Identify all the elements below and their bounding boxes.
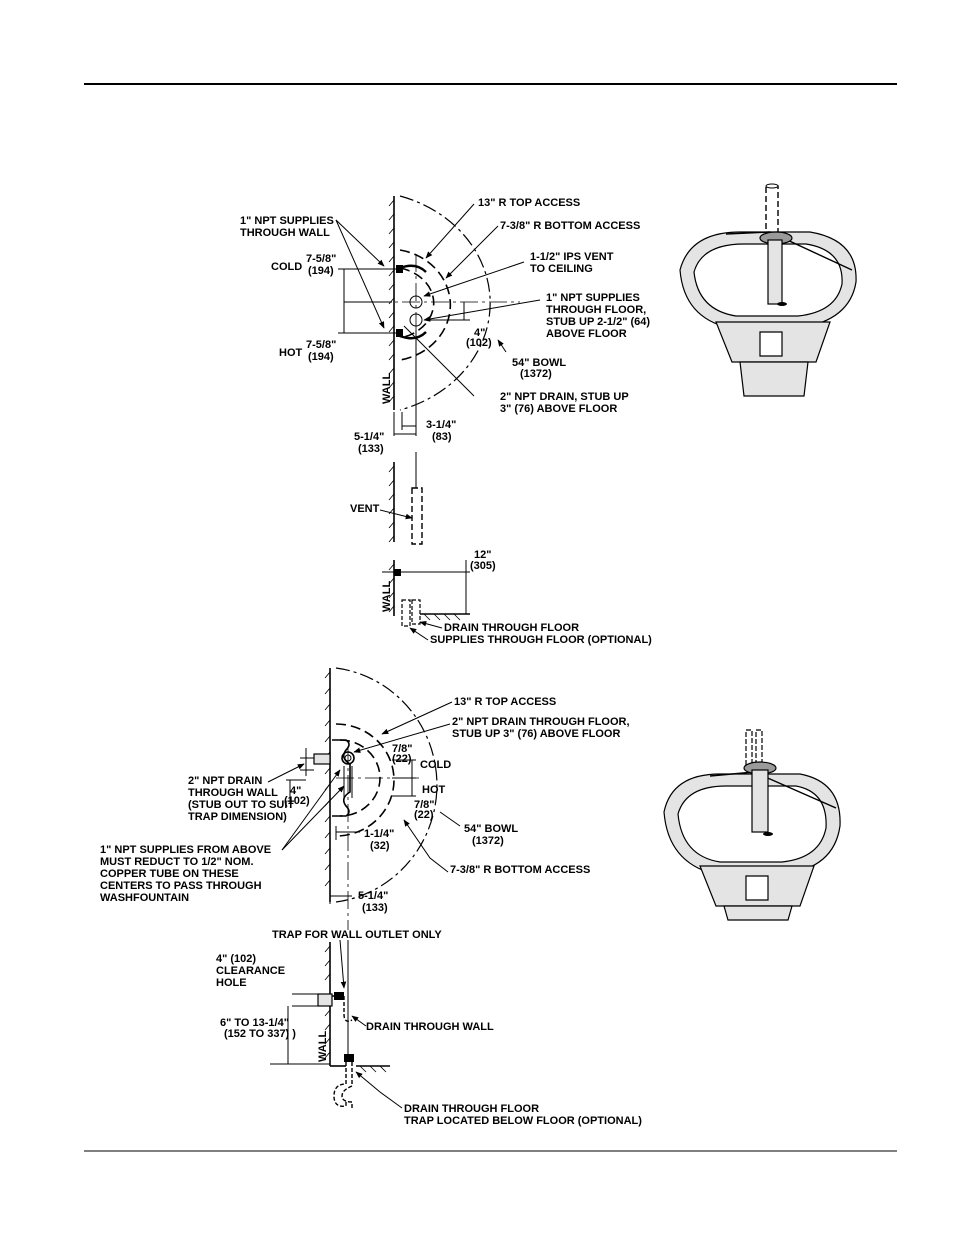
side-supplies-floor-label: SUPPLIES THROUGH FLOOR (OPTIONAL) (430, 634, 652, 646)
b-dim-78-a: 7/8" (392, 743, 413, 755)
top-dim-4-mm: (102) (466, 337, 492, 349)
s2-drain-wall-label: DRAIN THROUGH WALL (366, 1021, 494, 1033)
bottom-access-label: 7-3/8" R BOTTOM ACCESS (500, 220, 640, 232)
top-wall-label: WALL (381, 373, 393, 404)
b-dim-4: 4" (290, 785, 301, 797)
top-dim-314-mm: (83) (432, 431, 452, 443)
top-access-label: 13" R TOP ACCESS (478, 197, 580, 209)
top-cold-dim: 7-5/8" (306, 253, 336, 265)
wall-hatch (388, 199, 395, 403)
top-dim-314: 3-1/4" (426, 419, 456, 431)
vent-pipe (411, 487, 423, 545)
top-dim-4: 4" (474, 327, 485, 339)
top-hot-label: HOT (279, 347, 303, 359)
top-cold-dim-mm: (194) (308, 265, 334, 277)
bowl-outline (399, 195, 491, 411)
b-bowl-mm: (1372) (472, 835, 504, 847)
b-dim-114-mm: (32) (370, 840, 390, 852)
b-bottom-access-label: 7-3/8" R BOTTOM ACCESS (450, 864, 590, 876)
b-dim-4-mm: (102) (284, 795, 310, 807)
b-dim-114: 1-1/4" (364, 828, 394, 840)
floor-hatch (423, 613, 461, 621)
wall-trap (332, 995, 353, 1022)
washfountain-illustration-vent (679, 183, 857, 397)
side-dim-12-mm: (305) (470, 560, 496, 572)
bottom-access-arc (399, 267, 435, 339)
s2-wall-label: WALL (317, 1031, 329, 1062)
top-hot-dim-mm: (194) (308, 351, 334, 363)
top-bowl-label: 54" BOWL (512, 357, 566, 369)
b-dim-78-b-mm: (22) (414, 809, 434, 821)
side-drain-floor-label: DRAIN THROUGH FLOOR (444, 622, 579, 634)
b-drain-floor-label: 2" NPT DRAIN THROUGH FLOOR,STUB UP 3" (7… (452, 716, 630, 740)
side-view-2-labels: TRAP FOR WALL OUTLET ONLY 4" (102)CLEARA… (216, 929, 642, 1127)
b-dim-514-mm: (133) (362, 902, 388, 914)
s2-dim-range: 6" TO 13-1/4" (220, 1017, 289, 1029)
top-access-arc (399, 249, 452, 361)
floor-hatch-2 (359, 1065, 387, 1073)
b-dim-514: 5-1/4" (358, 890, 388, 902)
side-view-1-labels: VENT 12" (305) WALL DRAIN THROUGH FLOOR … (350, 503, 652, 646)
side-elevation-view-1 (379, 452, 470, 641)
b-hot-label: HOT (422, 784, 446, 796)
s2-trap-wall-label: TRAP FOR WALL OUTLET ONLY (272, 929, 442, 941)
floor-trap (333, 1062, 353, 1108)
top-plan-view (335, 195, 541, 436)
top-dim-514-mm: (133) (358, 443, 384, 455)
b-bowl-label: 54" BOWL (464, 823, 518, 835)
b-top-access-label: 13" R TOP ACCESS (454, 696, 556, 708)
top-hot-dim: 7-5/8" (306, 339, 336, 351)
bottom-plan-view (267, 667, 461, 930)
bowl-outline-2 (335, 667, 438, 903)
bottom-view-labels: 13" R TOP ACCESS 2" NPT DRAIN THROUGH FL… (100, 696, 630, 914)
side-dim-12: 12" (474, 549, 491, 561)
b-cold-label: COLD (420, 759, 451, 771)
wall-hatch-4 (324, 945, 331, 1059)
top-access-arc-2 (335, 723, 395, 837)
top-bowl-mm: (1372) (520, 368, 552, 380)
washfountain-illustration-overhead-supply (663, 729, 841, 921)
wall-hatch-2 (388, 465, 395, 613)
b-dim-78-a-mm: (22) (392, 753, 412, 765)
top-cold-label: COLD (271, 261, 302, 273)
b-dim-78-b: 7/8" (414, 799, 435, 811)
side-wall-label: WALL (381, 581, 393, 612)
side-elevation-view-2 (270, 939, 403, 1109)
side-vent-label: VENT (350, 503, 380, 515)
s2-dim-range-mm: (152 TO 337) ) (224, 1028, 296, 1040)
top-dim-514: 5-1/4" (354, 431, 384, 443)
